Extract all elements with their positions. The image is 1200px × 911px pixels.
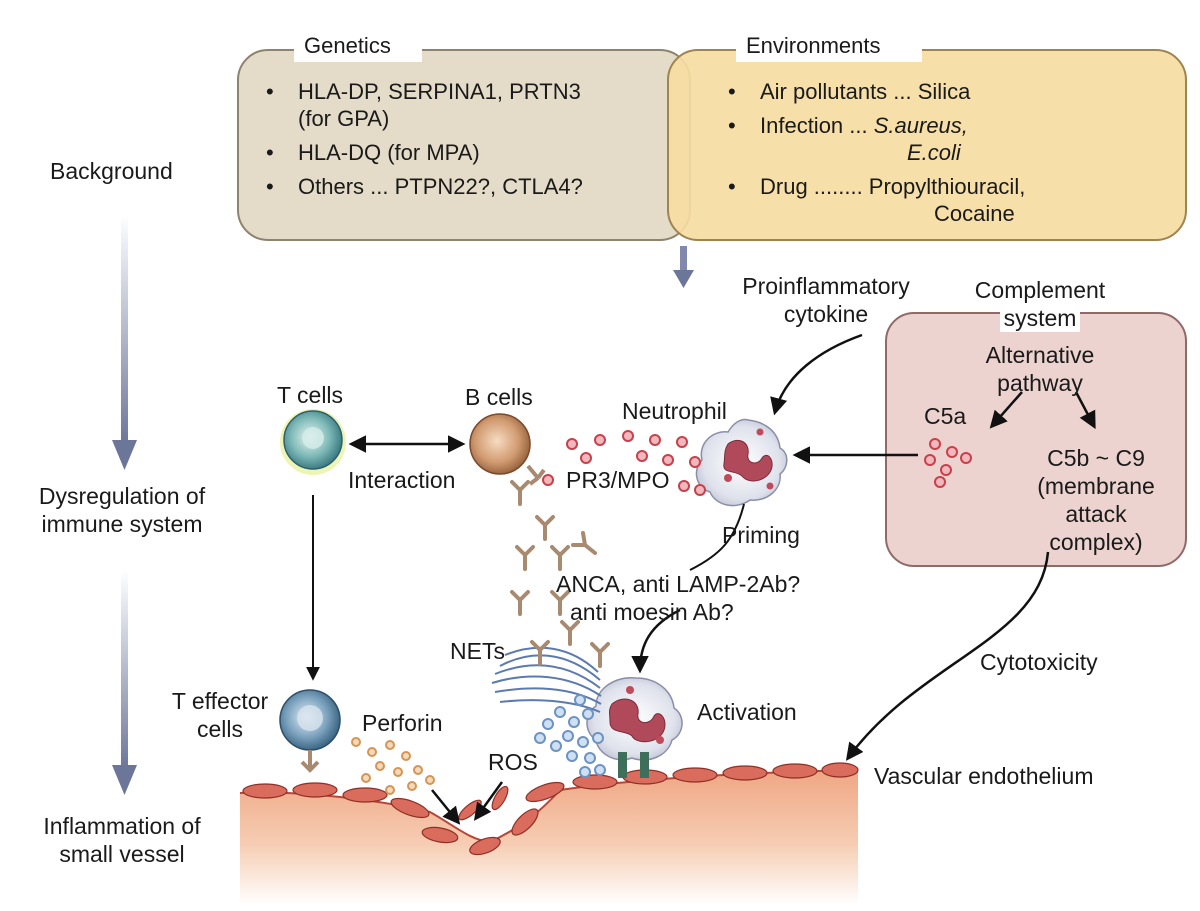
t-effector-cell <box>279 689 341 773</box>
anca-line1: ANCA, anti LAMP-2Ab? <box>556 571 801 597</box>
cytokine-arrow <box>770 333 863 416</box>
nets-strands <box>491 646 602 713</box>
stage-inflammation: Inflammation of small vessel <box>22 812 222 868</box>
anca-label: ANCA, anti LAMP-2Ab? anti moesin Ab? <box>556 570 800 626</box>
anca-to-activation-arrow <box>631 608 681 674</box>
perforin-particles <box>351 737 435 795</box>
background-down-arrow <box>673 246 694 288</box>
stage-dysregulation-line2: immune system <box>41 511 203 537</box>
neutrophil-primed <box>695 418 788 507</box>
t-effector-label: T effector cells <box>150 687 290 743</box>
alternative-pathway-label: Alternative pathway <box>960 341 1120 397</box>
mac-line3: attack <box>1065 501 1127 527</box>
t-cells-label: T cells <box>277 382 344 408</box>
neutrophil-label: Neutrophil <box>622 398 727 424</box>
stage-arrow-1 <box>112 215 137 470</box>
environments-item: Infection ... S.aureus,E.coli <box>724 112 1184 166</box>
complement-line1: Complement <box>974 277 1106 303</box>
anca-antibodies <box>510 480 610 668</box>
cytotoxicity-arrow <box>845 551 1050 761</box>
proinflammatory-line2: cytokine <box>783 301 869 327</box>
t-effector-line2: cells <box>196 716 243 742</box>
t-effector-line1: T effector <box>171 688 269 714</box>
cytotoxicity-label: Cytotoxicity <box>980 649 1098 675</box>
mac-label: C5b ~ C9 (membrane attack complex) <box>1016 444 1176 556</box>
c5a-label: C5a <box>924 403 967 429</box>
genetics-item: HLA-DP, SERPINA1, PRTN3(for GPA) <box>262 78 682 132</box>
priming-label: Priming <box>722 522 800 548</box>
mac-line1: C5b ~ C9 <box>1047 445 1145 471</box>
mac-line2: (membrane <box>1037 473 1155 499</box>
genetics-title: Genetics <box>304 33 391 58</box>
neutrophil-activated <box>586 677 683 778</box>
stage-inflammation-line2: small vessel <box>59 841 185 867</box>
proinflammatory-cytokine-label: Proinflammatory cytokine <box>716 272 936 328</box>
interaction-label: Interaction <box>348 467 456 493</box>
vascular-endothelium <box>239 762 859 905</box>
environments-item: Air pollutants ... Silica <box>724 78 1184 105</box>
pr3-mpo-granules <box>542 430 706 496</box>
c5a-particles <box>924 438 972 488</box>
priming-line <box>689 503 745 571</box>
alternative-line2: pathway <box>997 370 1083 396</box>
perforin-label: Perforin <box>362 710 443 736</box>
t-cell <box>280 409 346 475</box>
activation-label: Activation <box>697 699 797 725</box>
genetics-list: HLA-DP, SERPINA1, PRTN3(for GPA) HLA-DQ … <box>262 78 682 207</box>
environments-title: Environments <box>746 33 881 58</box>
perforin-arrow <box>431 789 461 825</box>
genetics-item: Others ... PTPN22?, CTLA4? <box>262 173 682 200</box>
ros-arrow <box>473 781 504 821</box>
genetics-item: HLA-DQ (for MPA) <box>262 139 682 166</box>
environments-list: Air pollutants ... Silica Infection ... … <box>724 78 1184 234</box>
pr3-mpo-label: PR3/MPO <box>566 467 670 493</box>
mac-line4: complex) <box>1049 529 1143 555</box>
alt-pathway-to-c5b-arrow <box>1074 391 1096 430</box>
vascular-endothelium-label: Vascular endothelium <box>874 763 1094 789</box>
proinflammatory-line1: Proinflammatory <box>742 273 910 299</box>
alternative-line1: Alternative <box>985 342 1095 368</box>
anca-line2: anti moesin Ab? <box>570 599 734 625</box>
b-cells-label: B cells <box>465 384 533 410</box>
stage-dysregulation-line1: Dysregulation of <box>38 483 206 509</box>
complement-line2: system <box>999 304 1081 332</box>
b-cell <box>469 413 546 486</box>
complement-system-label: Complement system <box>950 276 1130 332</box>
alt-pathway-to-c5a-arrow <box>989 391 1023 429</box>
nets-label: NETs <box>450 638 505 664</box>
environments-item: Drug ........ Propylthiouracil,Cocaine <box>724 173 1184 227</box>
ros-label: ROS <box>488 749 538 775</box>
stage-background: Background <box>50 158 173 184</box>
ros-particles <box>534 694 606 778</box>
stage-dysregulation: Dysregulation of immune system <box>22 482 222 538</box>
stage-inflammation-line1: Inflammation of <box>43 813 201 839</box>
stage-arrow-2 <box>112 570 137 795</box>
